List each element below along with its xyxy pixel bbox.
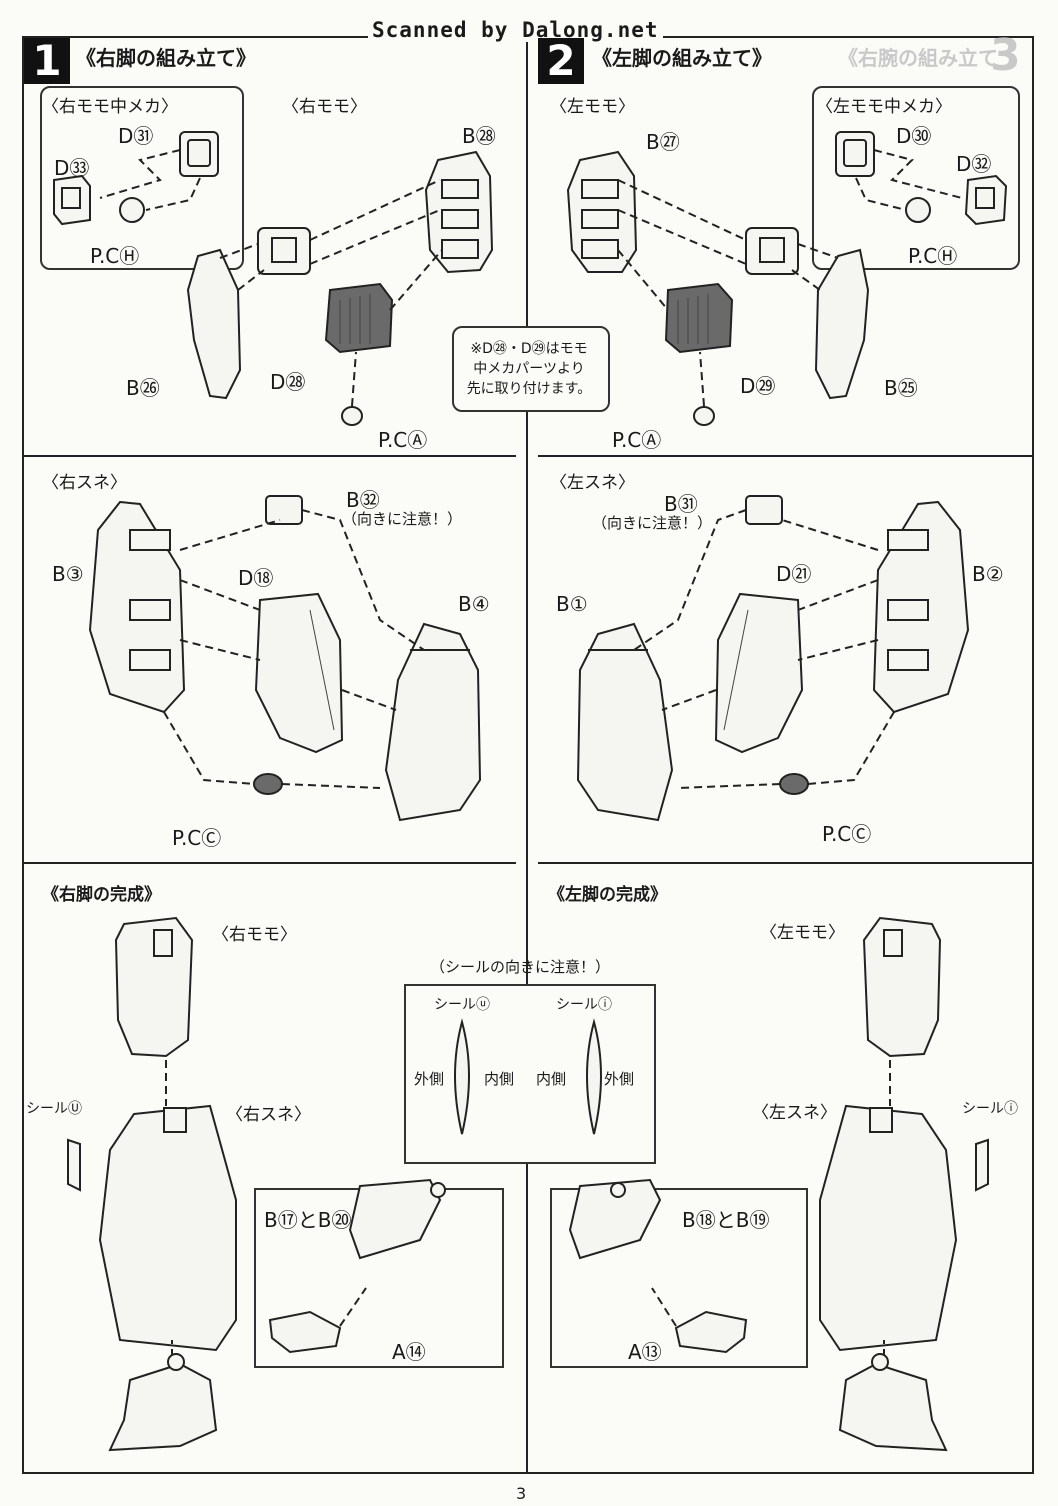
inner-label-left: 内側: [484, 1070, 515, 1088]
part-d32: D㉜: [956, 152, 992, 176]
part-b1: B①: [556, 592, 588, 616]
r-thigh-label: 〈右モモ〉: [282, 97, 367, 117]
part-b25: B㉕: [884, 376, 918, 400]
l-thigh-label: 〈左モモ〉: [550, 97, 635, 117]
order-note-line-1: ※D㉘・D㉙はモモ: [470, 341, 588, 357]
outer-label-left: 外側: [414, 1070, 445, 1088]
order-note-line-3: 先に取り付けます。: [466, 381, 592, 397]
l-leg-complete-drawing: [568, 916, 989, 1452]
l-leg-done-title: 《左脚の完成》: [548, 885, 667, 905]
l-thigh-done-label: 〈左モモ〉: [760, 923, 845, 943]
center-divider: [526, 36, 528, 1474]
r-orientation-note: （向きに注意！）: [342, 510, 463, 528]
part-b3: B③: [52, 562, 84, 586]
part-pca-right: P.CⒶ: [378, 428, 428, 452]
l-shin-label: 〈左スネ〉: [550, 473, 635, 493]
r-shin-label: 〈右スネ〉: [42, 473, 127, 493]
part-a13: A⑬: [628, 1340, 662, 1364]
r-shin-done-label: 〈右スネ〉: [226, 1105, 311, 1125]
right-divider-2: [538, 862, 1034, 864]
part-pch-right: P.CⒽ: [90, 244, 140, 268]
page-number: 3: [516, 1484, 527, 1503]
r-thigh-done-label: 〈右モモ〉: [212, 925, 297, 945]
part-d18: D⑱: [238, 566, 274, 590]
scan-credit: Scanned by Dalong.net: [368, 18, 663, 42]
l-thigh-frame-drawing: [835, 131, 1008, 226]
seal-shapes: [454, 1018, 602, 1135]
part-pch-left: P.CⒽ: [908, 244, 958, 268]
r-leg-done-title: 《右脚の完成》: [42, 885, 161, 905]
seal-orientation-box: [404, 984, 656, 1164]
l-orientation-note: （向きに注意！）: [592, 514, 713, 532]
part-pcc-left: P.CⒸ: [822, 822, 872, 846]
part-pca-left: P.CⒶ: [612, 428, 662, 452]
part-a14: A⑭: [392, 1340, 426, 1364]
seal-i-panel-label: シールⓘ: [556, 997, 612, 1013]
seal-orientation-note: （シールの向きに注意！）: [430, 958, 611, 976]
part-d28: D㉘: [270, 370, 306, 394]
step-1-title: 《右脚の組み立て》: [76, 46, 256, 70]
seal-i-label: シールⓘ: [962, 1101, 1018, 1117]
r-thigh-frame-label: 〈右モモ中メカ〉: [42, 97, 178, 117]
part-d21: D㉑: [776, 562, 812, 586]
part-b27: B㉗: [646, 130, 680, 154]
l-thigh-drawing: [566, 150, 870, 426]
part-b18-b19: B⑱とB⑲: [682, 1208, 770, 1232]
ghost-step-3-number: 3: [990, 30, 1021, 81]
step-2-number: 2: [538, 38, 584, 84]
order-note-box: [452, 326, 610, 412]
left-divider-1: [22, 455, 516, 457]
part-b17-b20: B⑰とB⑳: [264, 1208, 352, 1232]
part-b31: B㉛: [664, 492, 698, 516]
part-b28: B㉘: [462, 124, 496, 148]
part-b4: B④: [458, 592, 490, 616]
part-pcc-right: P.CⒸ: [172, 826, 222, 850]
step-1-number: 1: [24, 38, 70, 84]
left-divider-2: [22, 862, 516, 864]
r-shin-drawing: [88, 495, 482, 822]
order-note-line-2: 中メカパーツより: [473, 361, 585, 377]
r-leg-complete-drawing: [67, 916, 446, 1452]
part-d31: D㉛: [118, 124, 154, 148]
outer-label-right: 外側: [604, 1070, 635, 1088]
right-divider-1: [538, 455, 1034, 457]
l-thigh-frame-label: 〈左モモ中メカ〉: [816, 97, 952, 117]
seal-u-panel-label: シールⓤ: [434, 997, 490, 1013]
part-d29: D㉙: [740, 374, 776, 398]
part-b26: B㉖: [126, 376, 160, 400]
r-thigh-drawing: [186, 150, 494, 426]
step-2-title: 《左脚の組み立て》: [592, 46, 772, 70]
part-b2: B②: [972, 562, 1004, 586]
inner-label-right: 内側: [536, 1070, 567, 1088]
l-shin-done-label: 〈左スネ〉: [752, 1103, 837, 1123]
part-b32: B㉜: [346, 488, 380, 512]
r-thigh-frame-drawing: [53, 131, 219, 226]
part-d30: D㉚: [896, 124, 932, 148]
seal-u-label: シールⓊ: [26, 1101, 82, 1117]
ghost-step-3-title: 《右腕の組み立て: [838, 46, 998, 70]
l-shin-drawing: [576, 495, 970, 822]
part-d33: D㉝: [54, 156, 90, 180]
